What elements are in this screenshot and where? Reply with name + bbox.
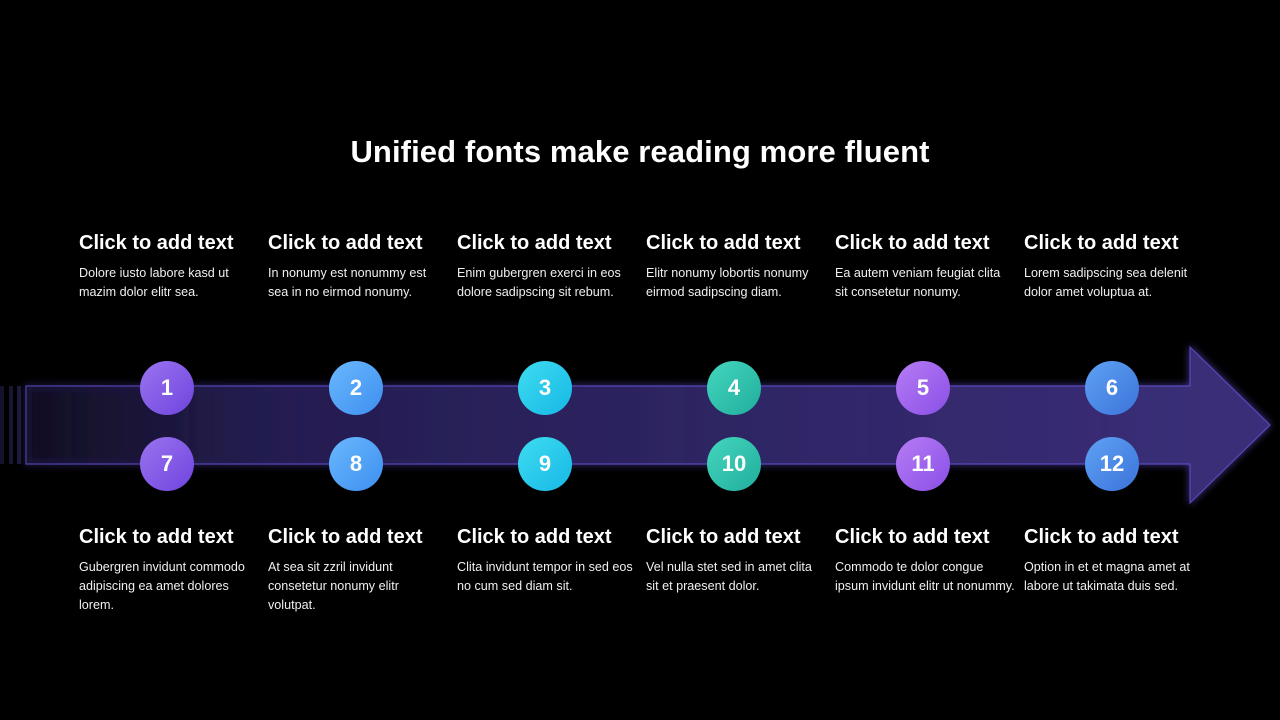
slide-title: Unified fonts make reading more fluent xyxy=(350,134,930,169)
card-body: Vel nulla stet sed in amet clita sit et … xyxy=(646,560,812,593)
card-heading[interactable]: Click to add text xyxy=(268,526,423,548)
card-heading[interactable]: Click to add text xyxy=(79,526,234,548)
step-circle-2[interactable]: 2 xyxy=(329,361,383,415)
step-circle-8[interactable]: 8 xyxy=(329,437,383,491)
timeline-arrow xyxy=(0,345,1271,505)
card-heading[interactable]: Click to add text xyxy=(1024,526,1179,548)
bottom-card-10[interactable]: Click to add text Vel nulla stet sed in … xyxy=(646,525,826,596)
card-body: At sea sit zzril invidunt consetetur non… xyxy=(268,560,399,612)
top-card-3[interactable]: Click to add text Enim gubergren exerci … xyxy=(457,231,637,302)
bottom-card-8[interactable]: Click to add text At sea sit zzril invid… xyxy=(268,525,448,615)
card-body: Option in et et magna amet at labore ut … xyxy=(1024,560,1190,593)
step-circle-5[interactable]: 5 xyxy=(896,361,950,415)
bottom-card-7[interactable]: Click to add text Gubergren invidunt com… xyxy=(79,525,259,615)
step-circle-1[interactable]: 1 xyxy=(140,361,194,415)
step-circle-12[interactable]: 12 xyxy=(1085,437,1139,491)
step-circle-6[interactable]: 6 xyxy=(1085,361,1139,415)
step-circle-7[interactable]: 7 xyxy=(140,437,194,491)
bottom-card-11[interactable]: Click to add text Commodo te dolor congu… xyxy=(835,525,1015,596)
card-body: Gubergren invidunt commodo adipiscing ea… xyxy=(79,560,245,612)
card-heading[interactable]: Click to add text xyxy=(646,526,801,548)
top-card-6[interactable]: Click to add text Lorem sadipscing sea d… xyxy=(1024,231,1204,302)
step-circle-3[interactable]: 3 xyxy=(518,361,572,415)
card-heading[interactable]: Click to add text xyxy=(268,232,423,254)
card-heading[interactable]: Click to add text xyxy=(79,232,234,254)
card-heading[interactable]: Click to add text xyxy=(457,232,612,254)
card-body: Dolore iusto labore kasd ut mazim dolor … xyxy=(79,266,229,299)
card-body: Ea autem veniam feugiat clita sit conset… xyxy=(835,266,1001,299)
step-circle-9[interactable]: 9 xyxy=(518,437,572,491)
card-body: Enim gubergren exerci in eos dolore sadi… xyxy=(457,266,621,299)
card-heading[interactable]: Click to add text xyxy=(835,232,990,254)
step-circle-11[interactable]: 11 xyxy=(896,437,950,491)
card-body: Lorem sadipscing sea delenit dolor amet … xyxy=(1024,266,1188,299)
step-circle-10[interactable]: 10 xyxy=(707,437,761,491)
card-heading[interactable]: Click to add text xyxy=(1024,232,1179,254)
card-heading[interactable]: Click to add text xyxy=(646,232,801,254)
top-card-1[interactable]: Click to add text Dolore iusto labore ka… xyxy=(79,231,259,302)
bottom-card-12[interactable]: Click to add text Option in et et magna … xyxy=(1024,525,1204,596)
card-body: Commodo te dolor congue ipsum invidunt e… xyxy=(835,560,1015,593)
card-body: Elitr nonumy lobortis nonumy eirmod sadi… xyxy=(646,266,809,299)
top-card-5[interactable]: Click to add text Ea autem veniam feugia… xyxy=(835,231,1015,302)
card-body: In nonumy est nonummy est sea in no eirm… xyxy=(268,266,427,299)
bottom-card-9[interactable]: Click to add text Clita invidunt tempor … xyxy=(457,525,637,596)
card-body: Clita invidunt tempor in sed eos no cum … xyxy=(457,560,633,593)
top-card-4[interactable]: Click to add text Elitr nonumy lobortis … xyxy=(646,231,826,302)
card-heading[interactable]: Click to add text xyxy=(457,526,612,548)
card-heading[interactable]: Click to add text xyxy=(835,526,990,548)
top-card-2[interactable]: Click to add text In nonumy est nonummy … xyxy=(268,231,448,302)
step-circle-4[interactable]: 4 xyxy=(707,361,761,415)
